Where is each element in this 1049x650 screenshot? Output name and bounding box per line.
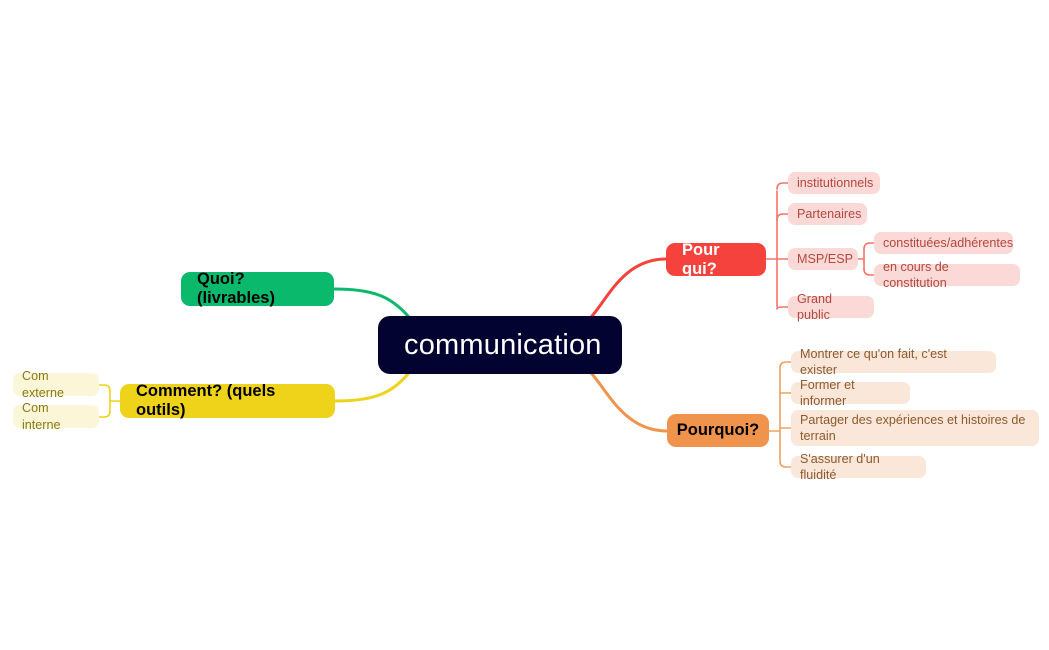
branch-node-quoi-label: Quoi? (livrables) — [197, 270, 275, 307]
root-node[interactable]: communication — [378, 316, 622, 374]
leaf-node-constituees-adherentes-label: constituées/adhérentes — [883, 235, 1014, 250]
leaf-node-partenaires-label: Partenaires — [797, 206, 862, 221]
branch-node-comment[interactable]: Comment? (quels outils) — [120, 382, 335, 419]
leaf-node-partager-des-experiences[interactable]: Partager des expériences et histoires de… — [791, 410, 1039, 446]
connector-group-pourquoi — [768, 361, 792, 468]
leaf-node-former-et-informer[interactable]: Former et informer — [791, 378, 910, 408]
connector-root-to-comment — [333, 372, 410, 403]
leaf-node-sassurer-dun-fluidite-label: S'assurer d'un fluidité — [800, 451, 884, 482]
connector-group-msp-esp — [857, 242, 875, 276]
branch-node-pourquoi[interactable]: Pourquoi? — [667, 414, 769, 447]
branch-node-pour-qui-label: Pour qui? — [682, 240, 725, 278]
branch-node-comment-label: Comment? (quels outils) — [136, 382, 280, 419]
branch-node-pourquoi-label: Pourquoi? — [676, 421, 760, 439]
leaf-node-com-interne[interactable]: Com interne — [13, 401, 99, 432]
root-node-label: communication — [404, 328, 602, 361]
leaf-node-en-cours-de-constitution[interactable]: en cours de constitution — [874, 260, 1020, 290]
leaf-node-former-et-informer-label: Former et informer — [800, 377, 859, 408]
leaf-node-institutionnels-label: institutionnels — [797, 175, 874, 190]
leaf-node-en-cours-de-constitution-label: en cours de constitution — [883, 259, 953, 290]
leaf-node-montrer-ce-quon-fait-label: Montrer ce qu'on fait, c'est exister — [800, 346, 951, 377]
leaf-node-com-externe-label: Com externe — [22, 369, 65, 400]
leaf-node-montrer-ce-quon-fait[interactable]: Montrer ce qu'on fait, c'est exister — [791, 347, 996, 377]
connector-group-pour-qui — [765, 182, 789, 310]
connector-root-to-pour-qui — [590, 257, 668, 318]
leaf-node-partager-des-experiences-label: Partager des expériences et histoires de… — [800, 412, 1029, 443]
branch-node-pour-qui[interactable]: Pour qui? — [666, 240, 766, 278]
leaf-node-grand-public-label: Grand public — [797, 291, 836, 322]
leaf-node-msp-esp-label: MSP/ESP — [797, 251, 853, 266]
leaf-node-institutionnels[interactable]: institutionnels — [788, 172, 880, 194]
leaf-node-com-externe[interactable]: Com externe — [13, 369, 99, 400]
leaf-node-partenaires[interactable]: Partenaires — [788, 203, 867, 225]
leaf-node-com-interne-label: Com interne — [22, 401, 61, 432]
leaf-node-grand-public[interactable]: Grand public — [788, 292, 874, 322]
branch-node-quoi[interactable]: Quoi? (livrables) — [181, 270, 334, 307]
leaf-node-msp-esp[interactable]: MSP/ESP — [788, 248, 858, 270]
connector-group-comment — [98, 384, 121, 418]
leaf-node-constituees-adherentes[interactable]: constituées/adhérentes — [874, 232, 1013, 254]
connector-root-to-pourquoi — [590, 372, 669, 433]
connector-root-to-quoi — [332, 287, 410, 318]
leaf-node-sassurer-dun-fluidite[interactable]: S'assurer d'un fluidité — [791, 452, 926, 482]
